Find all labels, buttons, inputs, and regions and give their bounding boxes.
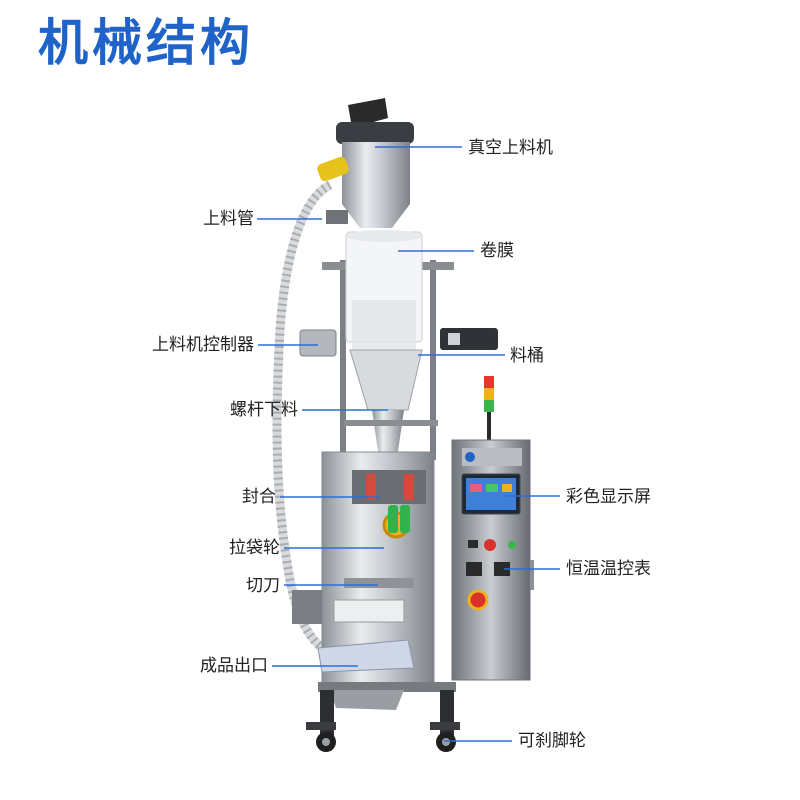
label-temp-controller: 恒温温控表 (566, 559, 651, 579)
label-film-roll: 卷膜 (480, 241, 514, 261)
label-loader-controller: 上料机控制器 (152, 335, 254, 355)
label-product-outlet: 成品出口 (200, 656, 268, 676)
label-screw-feeder: 螺杆下料 (230, 400, 298, 420)
label-sealing: 封合 (242, 487, 276, 507)
signal-tower (484, 376, 494, 442)
loader-controller-box (299, 329, 337, 357)
label-feed-tube: 上料管 (203, 209, 254, 229)
brake-caster (306, 722, 460, 752)
label-vacuum-loader: 真空上料机 (468, 138, 553, 158)
film-roll (345, 230, 423, 350)
vacuum-loader (317, 98, 414, 228)
hopper (349, 349, 423, 411)
page-title: 机械结构 (38, 14, 254, 72)
temp-controller-box (466, 562, 482, 576)
label-hopper: 料桶 (510, 346, 544, 366)
product-outlet (317, 639, 415, 673)
cutter (344, 578, 414, 588)
label-color-screen: 彩色显示屏 (566, 487, 651, 507)
leader-lines (257, 146, 560, 742)
label-brake-caster: 可刹脚轮 (518, 731, 586, 751)
label-cutter: 切刀 (246, 576, 280, 596)
label-pull-bag-wheel: 拉袋轮 (229, 538, 280, 558)
sealing-jaws (352, 470, 426, 504)
